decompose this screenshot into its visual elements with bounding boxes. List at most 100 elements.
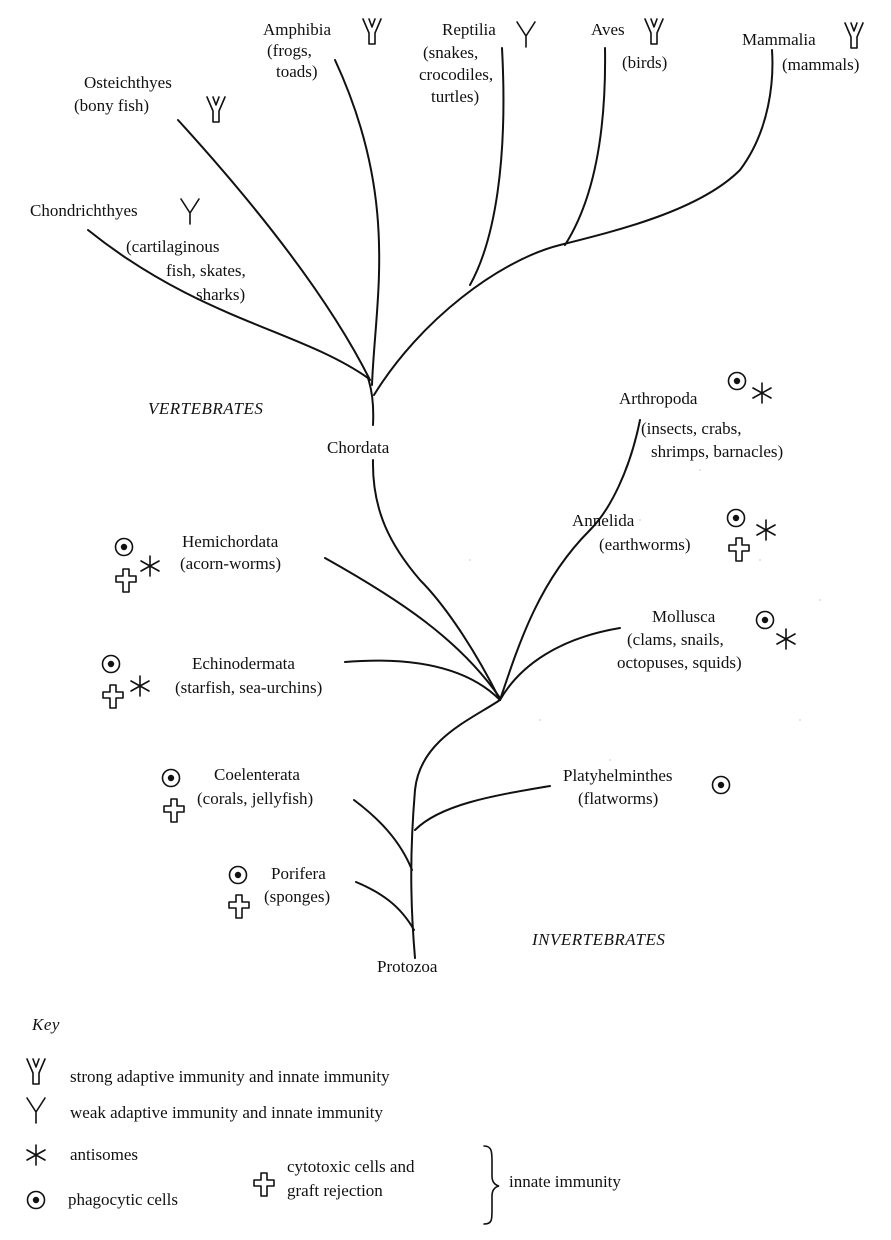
taxon-examples: (clams, snails, [627,630,724,649]
taxon-mammalia: Mammalia (mammals) [742,30,859,74]
taxon-name: Echinodermata [192,654,295,673]
phagocytic-icon [101,654,121,674]
branch-aves [564,47,607,246]
legend-weak-label: weak adaptive immunity and innate immuni… [70,1103,384,1122]
strong-antibody-icon [206,96,226,123]
branch-tetrapod-main [373,49,774,396]
taxon-examples: (birds) [622,53,667,72]
strong-antibody-icon [362,18,382,45]
taxon-examples: (corals, jellyfish) [197,789,313,808]
taxon-annelida: Annelida (earthworms) [572,511,691,554]
taxon-name: Aves [591,20,625,39]
branch-osteichthyes [177,119,371,381]
taxon-examples: fish, skates, [166,261,246,280]
antisome-icon [140,555,160,577]
taxon-coelenterata: Coelenterata (corals, jellyfish) [197,765,313,808]
antisome-icon [752,382,772,404]
taxon-examples: (cartilaginous [126,237,219,256]
phagocytic-icon [228,865,248,885]
taxon-examples: (mammals) [782,55,859,74]
phagocytic-icon [26,1190,46,1210]
branch-echinodermata [344,659,501,701]
strong-antibody-icon [844,22,864,49]
taxon-examples: octopuses, squids) [617,653,742,672]
branch-amphibia [334,59,381,386]
phagocytic-icon [726,508,746,528]
branch-vertebrate-stem [367,377,375,426]
weak-antibody-icon [180,198,200,225]
taxon-examples: crocodiles, [419,65,493,84]
branch-annelida [499,529,591,701]
taxon-echinodermata: Echinodermata (starfish, sea-urchins) [175,654,322,697]
taxon-amphibia: Amphibia (frogs, toads) [263,20,331,81]
taxon-porifera: Porifera (sponges) [264,864,330,906]
taxon-examples: (starfish, sea-urchins) [175,678,322,697]
branch-chordata-stem [371,459,501,701]
taxon-examples: shrimps, barnacles) [651,442,783,461]
antisome-icon [130,675,150,697]
taxon-examples: (snakes, [423,43,478,62]
weak-antibody-icon [26,1097,46,1124]
taxon-name: Chondrichthyes [30,201,138,220]
phagocytic-icon [755,610,775,630]
branch-chondrichthyes [87,229,369,379]
antisome-icon [26,1144,46,1166]
branch-coelenterata [353,799,413,871]
vertebrates-heading: VERTEBRATES [148,399,263,418]
branch-mollusca [499,627,621,701]
taxon-examples: (frogs, [267,41,312,60]
taxon-aves: Aves (birds) [591,20,667,72]
strong-antibody-icon [26,1058,46,1085]
taxon-examples: (sponges) [264,887,330,906]
weak-antibody-icon [516,21,536,48]
taxon-examples: sharks) [196,285,245,304]
taxon-chondrichthyes: Chondrichthyes (cartilaginous fish, skat… [30,201,246,304]
taxon-name: Annelida [572,511,635,530]
branch-hemichordata [324,557,501,699]
branch-porifera [355,881,415,931]
phagocytic-icon [711,775,731,795]
taxon-name: Amphibia [263,20,331,39]
taxon-chordata: Chordata [327,438,390,457]
legend-antisomes-label: antisomes [70,1145,138,1164]
cytotoxic-icon [102,684,124,709]
taxon-name: Hemichordata [182,532,279,551]
cytotoxic-icon [163,798,185,823]
taxon-name: Mollusca [652,607,716,626]
taxon-name: Reptilia [442,20,496,39]
cytotoxic-icon [728,537,750,562]
taxon-arthropoda: Arthropoda (insects, crabs, shrimps, bar… [619,389,783,461]
taxon-name: Arthropoda [619,389,698,408]
taxon-name: Platyhelminthes [563,766,673,785]
branch-arthropoda [589,419,641,531]
background-speckle [469,469,821,761]
phagocytic-icon [727,371,747,391]
legend: Key strong adaptive immunity and innate … [26,1015,621,1225]
branch-trunk-lower [410,699,501,959]
phagocytic-icon [161,768,181,788]
invertebrates-heading: INVERTEBRATES [531,930,665,949]
cytotoxic-icon [253,1172,275,1197]
branch-reptilia [469,47,505,286]
taxon-reptilia: Reptilia (snakes, crocodiles, turtles) [419,20,496,106]
taxon-name: Osteichthyes [84,73,172,92]
taxon-examples: (acorn-worms) [180,554,281,573]
taxon-examples: (earthworms) [599,535,691,554]
taxon-examples: turtles) [431,87,479,106]
legend-title: Key [31,1015,60,1034]
tree-branches [87,47,774,959]
taxon-protozoa: Protozoa [377,957,438,976]
taxon-osteichthyes: Osteichthyes (bony fish) [74,73,172,115]
taxon-examples: (bony fish) [74,96,149,115]
taxon-hemichordata: Hemichordata (acorn-worms) [180,532,281,573]
legend-strong-label: strong adaptive immunity and innate immu… [70,1067,390,1086]
strong-antibody-icon [644,18,664,45]
cytotoxic-icon [115,568,137,593]
taxon-name: Coelenterata [214,765,300,784]
taxon-examples: (insects, crabs, [641,419,742,438]
cytotoxic-icon [228,894,250,919]
antisome-icon [776,628,796,650]
legend-innate-label: innate immunity [509,1172,621,1191]
legend-cytotoxic-label-line1: cytotoxic cells and [287,1157,415,1176]
taxon-name: Porifera [271,864,326,883]
